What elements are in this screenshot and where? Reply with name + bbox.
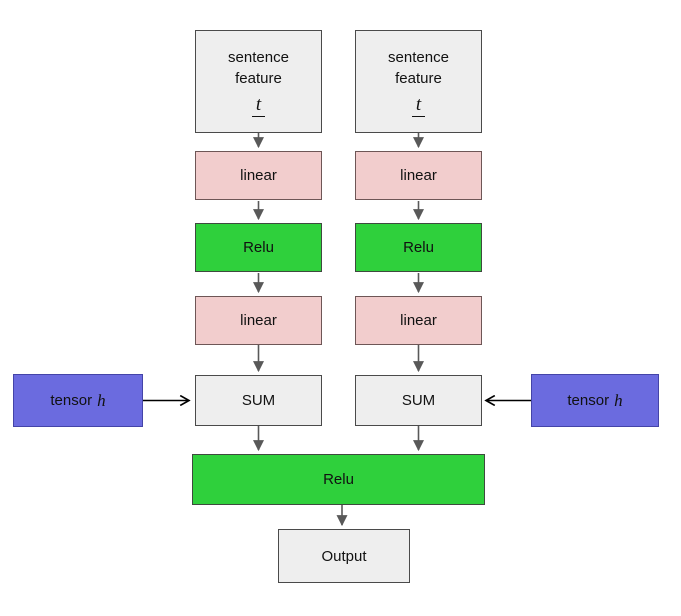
output-label: Output — [321, 547, 367, 565]
node-sum-right: SUM — [355, 375, 482, 426]
feature-label-line2: feature — [395, 69, 442, 87]
tensor-label: tensor — [50, 392, 93, 409]
node-linear-top-left: linear — [195, 151, 322, 200]
linear-label: linear — [240, 167, 277, 184]
node-output: Output — [278, 529, 410, 583]
node-tensor-h-left: tensor h — [13, 374, 143, 427]
feature-label-line1: sentence — [388, 48, 449, 66]
tensor-label: tensor — [567, 392, 610, 409]
node-final-relu: Relu — [192, 454, 485, 505]
linear-label: linear — [400, 312, 437, 329]
linear-label: linear — [240, 312, 277, 329]
relu-label: Relu — [403, 239, 434, 256]
tensor-symbol-h: h — [97, 390, 106, 410]
node-tensor-h-right: tensor h — [531, 374, 659, 427]
node-relu-left: Relu — [195, 223, 322, 272]
feature-symbol-t: t — [251, 94, 266, 117]
node-sentence-feature-left: sentence feature t — [195, 30, 322, 133]
sum-label: SUM — [241, 392, 276, 409]
relu-label: Relu — [243, 239, 274, 256]
node-linear-top-right: linear — [355, 151, 482, 200]
node-sum-left: SUM — [195, 375, 322, 426]
node-sentence-feature-right: sentence feature t — [355, 30, 482, 133]
node-linear-bottom-left: linear — [195, 296, 322, 345]
feature-label-line1: sentence — [228, 48, 289, 66]
node-linear-bottom-right: linear — [355, 296, 482, 345]
feature-label-line2: feature — [235, 69, 282, 87]
relu-label: Relu — [323, 471, 354, 488]
node-relu-right: Relu — [355, 223, 482, 272]
linear-label: linear — [400, 167, 437, 184]
tensor-symbol-h: h — [614, 390, 623, 410]
sum-label: SUM — [401, 392, 436, 409]
feature-symbol-t: t — [411, 94, 426, 117]
